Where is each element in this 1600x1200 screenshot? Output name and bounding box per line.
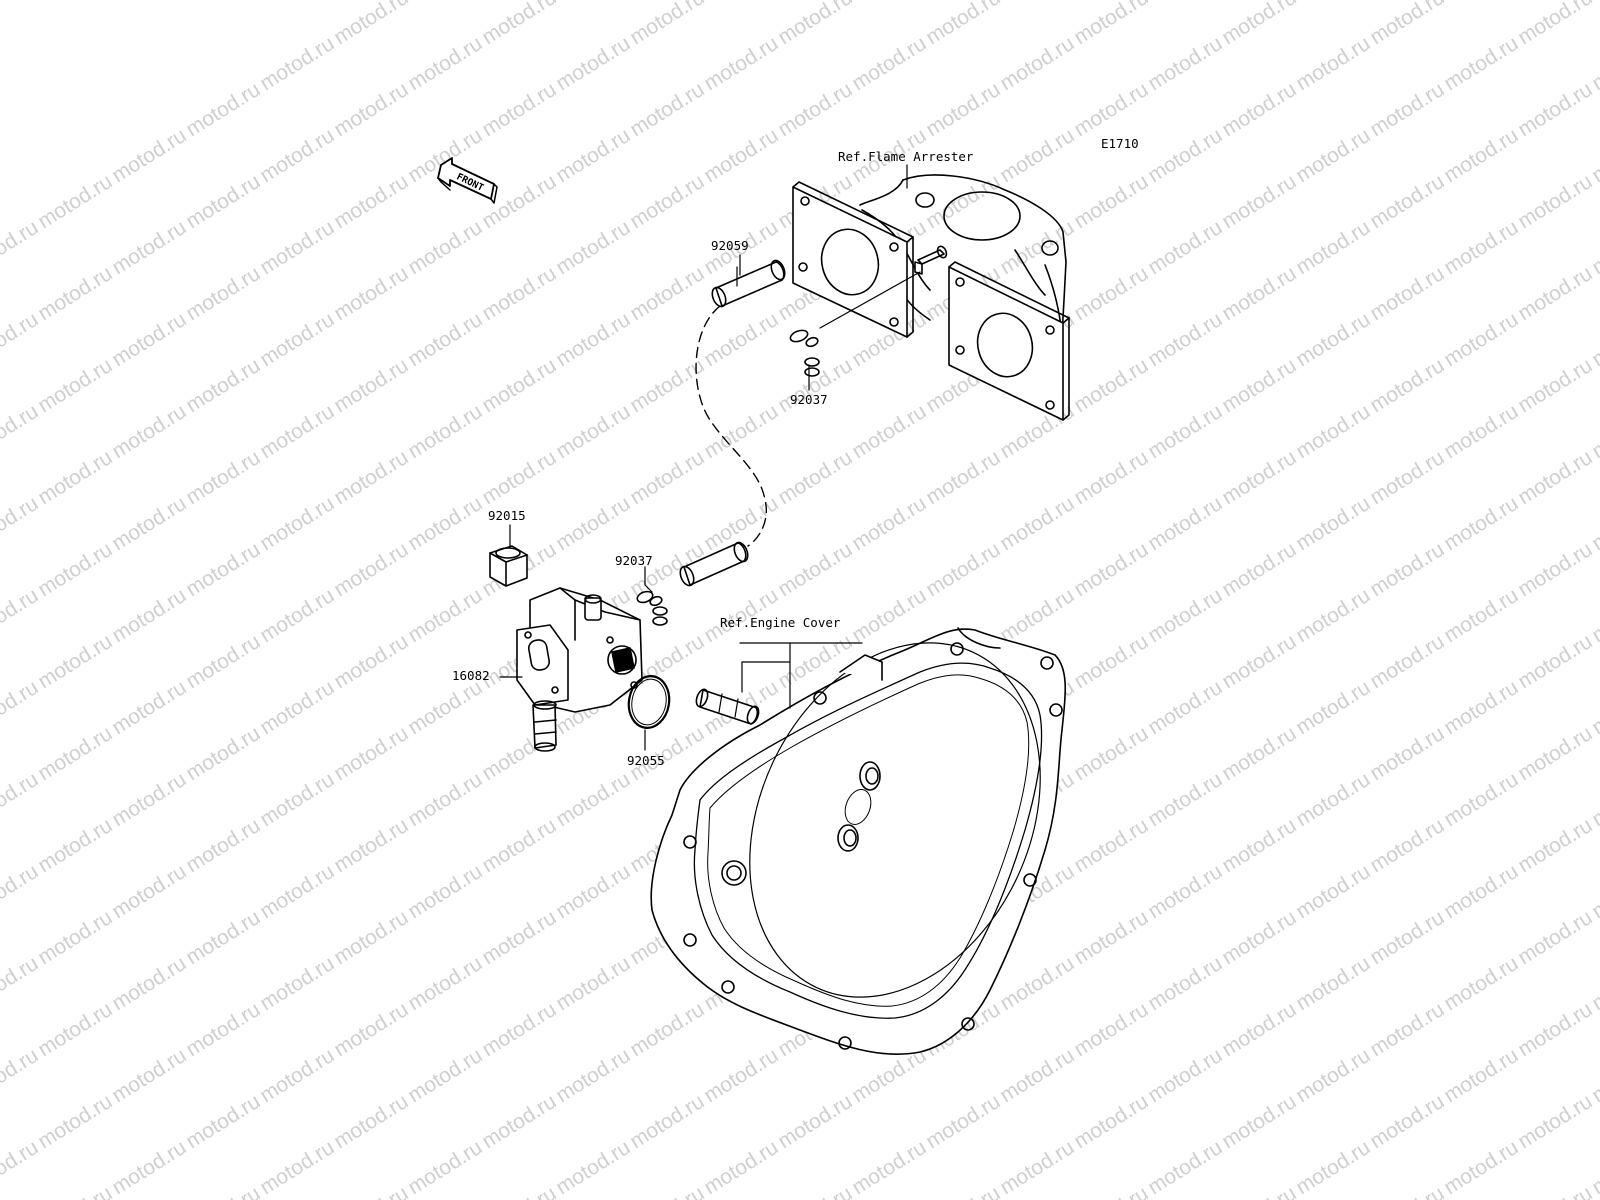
cap-nut-92015 xyxy=(489,545,528,587)
callout-92037-mid: 92037 xyxy=(615,553,653,568)
callout-92055: 92055 xyxy=(627,753,665,768)
hose-lower-section xyxy=(679,541,749,587)
ref-flame-arrester-label: Ref.Flame Arrester xyxy=(838,149,974,164)
callout-92015: 92015 xyxy=(488,508,526,523)
ref-engine-cover-label: Ref.Engine Cover xyxy=(720,615,841,630)
engine-cover xyxy=(650,627,1067,1055)
o-ring-92055 xyxy=(627,675,671,729)
pump-16082 xyxy=(516,587,643,752)
leader-lines xyxy=(499,164,908,751)
hose-dashed-path xyxy=(695,305,767,547)
flame-arrester-housing xyxy=(792,174,1070,421)
callout-16082: 16082 xyxy=(452,668,490,683)
front-arrow-icon xyxy=(437,157,498,204)
hose-92059-upper xyxy=(711,259,786,308)
clamp-92037-top xyxy=(789,329,820,377)
clamp-92037-mid xyxy=(636,590,668,626)
diagram-code: E1710 xyxy=(1101,136,1139,151)
callout-92059: 92059 xyxy=(711,238,749,253)
dowel-pin xyxy=(695,688,760,725)
callout-92037-top: 92037 xyxy=(790,392,828,407)
